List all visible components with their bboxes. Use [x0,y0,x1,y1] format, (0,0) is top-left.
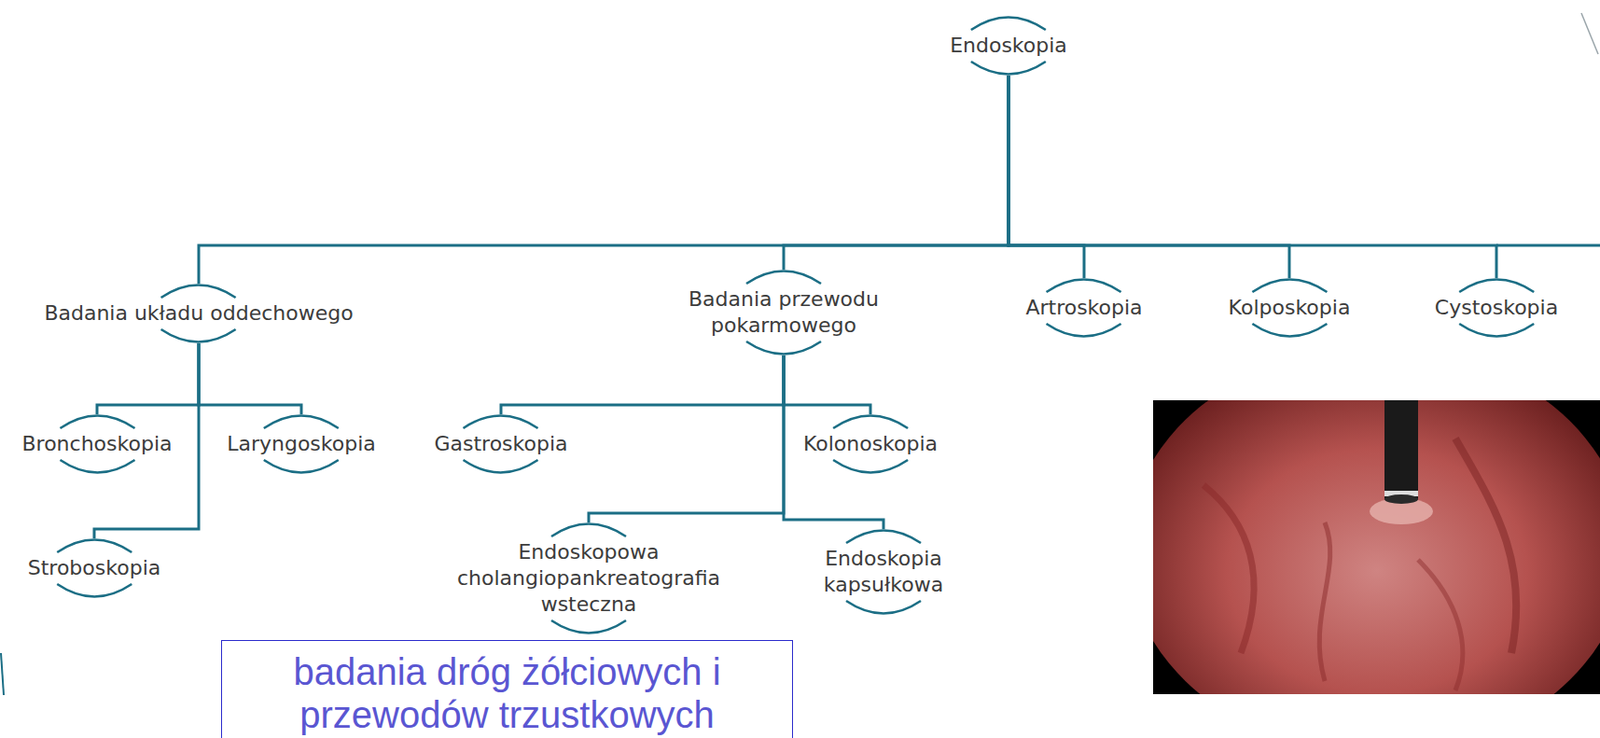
bracket-arc [971,17,1046,31]
tree-connector [198,75,1009,284]
node-label: Kolposkopia [1228,294,1351,321]
corner-mark [1581,13,1599,55]
tree-bar-extension [1496,244,1600,248]
tree-node: Bronchoskopia [14,414,181,474]
node-label: Stroboskopia [27,555,161,582]
tree-connector [1008,75,1085,279]
bracket-arc [463,459,539,474]
tree-connector [97,343,199,415]
bracket-arc [846,530,921,544]
bracket-arc [551,524,627,538]
tree-connector [198,343,302,415]
tree-node: Endoskopowa cholangiopankreatografia wst… [427,522,751,635]
tree-node: Laryngoskopia [219,414,384,474]
bracket-arc [59,459,135,474]
bracket-arc [59,416,135,430]
stomach-wall [1153,400,1600,695]
tree-connector [588,355,784,523]
bracket-arc [971,61,1046,75]
tree-connector [1008,75,1290,279]
node-label: Artroskopia [1025,294,1142,321]
tree-node: Endoskopia [942,15,1075,76]
bracket-arc [746,271,821,285]
note-text: badania dróg żółciowych i przewodów trzu… [233,650,781,737]
bracket-arc [1252,279,1327,293]
node-label: Bronchoskopia [22,431,173,458]
bracket-arc [264,459,339,474]
bracket-arc [56,540,132,554]
mucosa-fold [1455,438,1517,654]
edge-mark [0,653,4,696]
mucosa-fold [1418,559,1463,691]
tree-connector [783,355,871,415]
tree-node: Badania układu oddechowego [36,283,361,344]
tree-node: Kolonoskopia [795,414,946,474]
node-label: Endoskopia [949,32,1068,59]
bracket-arc [846,600,921,614]
bracket-arc [463,416,539,430]
note-box: badania dróg żółciowych i przewodów trzu… [221,640,794,738]
tree-node: Kolposkopia [1221,278,1359,338]
node-label: Endoskopowa cholangiopankreatografia wst… [434,539,743,618]
endoscopy-photo [1153,400,1600,695]
bracket-arc [1046,323,1122,337]
tree-node: Cystoskopia [1427,278,1566,338]
tree-node: Endoskopia kapsułkowa [806,528,961,615]
node-label: Badania przewodu pokarmowego [662,286,905,339]
node-label: Gastroskopia [433,431,568,458]
tree-node: Stroboskopia [20,538,168,599]
node-label: Laryngoskopia [226,431,376,458]
tree-connector [1008,75,1497,279]
bracket-arc [161,329,237,343]
bracket-arc [1459,323,1534,337]
mucosa-fold [1319,522,1331,682]
endoscope-tube [1384,400,1419,500]
node-label: Badania układu oddechowego [43,300,353,327]
tree-node: Badania przewodu pokarmowego [654,269,913,356]
bracket-arc [1046,279,1122,293]
bracket-arc [161,285,237,299]
bracket-arc [1252,323,1327,337]
tree-node: Artroskopia [1017,278,1150,338]
tree-connector [500,355,784,415]
endoscope-tip [1384,494,1419,504]
bracket-arc [833,459,908,474]
bracket-arc [551,620,627,634]
node-label: Kolonoskopia [803,431,938,458]
bracket-arc [264,416,339,430]
mucosa-fold [1203,485,1254,654]
node-label: Endoskopia kapsułkowa [813,545,954,599]
bracket-arc [746,341,821,355]
tree-connector [783,75,1009,270]
bracket-arc [833,416,908,430]
node-label: Cystoskopia [1434,294,1559,321]
bracket-arc [1459,279,1534,293]
bracket-arc [56,584,132,598]
node-brackets [654,269,913,356]
tree-node: Gastroskopia [426,414,575,474]
node-brackets [806,528,961,615]
